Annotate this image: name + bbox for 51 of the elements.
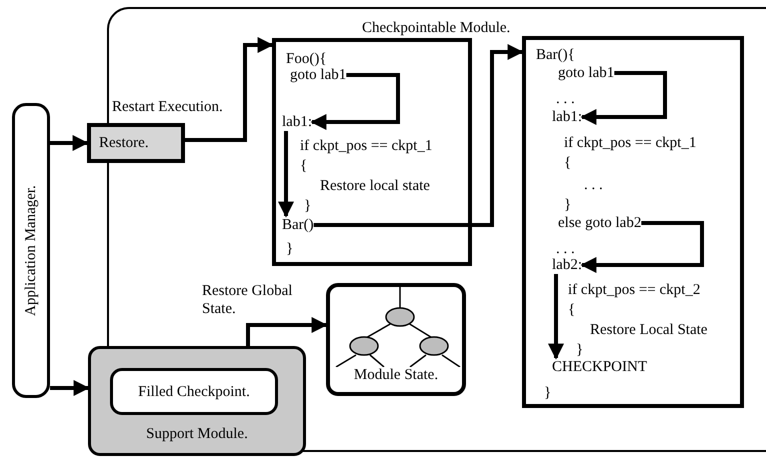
arrow (310, 73, 400, 130)
code-line: if ckpt_pos == ckpt_2 (568, 281, 700, 299)
code-line: if ckpt_pos == ckpt_1 (564, 134, 696, 152)
process-box (87, 123, 185, 163)
code-box (272, 38, 472, 266)
arrow (50, 380, 90, 396)
panel-title: Checkpointable Module. (362, 19, 510, 37)
code-line: Restore Local State (590, 321, 708, 339)
arrow (548, 274, 564, 360)
code-line: } (304, 197, 312, 215)
code-line: if ckpt_pos == ckpt_1 (300, 137, 432, 155)
code-line: . . . (556, 90, 575, 108)
code-line: { (564, 154, 572, 172)
arrow (314, 44, 524, 227)
arrow (278, 131, 294, 218)
code-line: goto lab1 (558, 64, 614, 82)
edge-label: Restart Execution. (112, 98, 224, 116)
arrow (50, 135, 89, 151)
node-label: Filled Checkpoint. (137, 382, 251, 400)
arrow (580, 221, 704, 273)
arrow (246, 317, 328, 346)
code-line: . . . (556, 240, 575, 258)
code-line: { (568, 301, 576, 319)
manager-bar (12, 103, 50, 398)
code-line: } (286, 240, 294, 258)
code-line: Bar() (282, 216, 314, 234)
arrow (185, 37, 274, 142)
state-box (326, 283, 466, 396)
node-label: Support Module. (145, 425, 249, 443)
code-line: lab2: (552, 256, 582, 274)
code-line: lab1: (282, 113, 312, 131)
module-panel (88, 346, 306, 456)
code-box (522, 36, 744, 408)
node-label: Application Manager. (22, 184, 40, 318)
code-line: CHECKPOINT (552, 358, 648, 376)
code-line: } (544, 384, 552, 402)
code-line: Restore local state (320, 177, 430, 195)
code-line: . . . (584, 176, 603, 194)
node-label: Restore. (98, 134, 150, 152)
code-line: Foo(){ (286, 50, 327, 68)
code-line: lab1: (552, 108, 582, 126)
code-line: } (564, 196, 572, 214)
code-line: { (300, 157, 308, 175)
arrow (580, 71, 667, 125)
node-label: Module State. (352, 366, 440, 384)
code-line: } (576, 341, 584, 359)
data-box (110, 368, 278, 415)
code-line: else goto lab2 (558, 214, 642, 232)
edge-label: Restore Global State. (202, 282, 294, 318)
code-line: goto lab1 (290, 66, 346, 84)
code-line: Bar(){ (536, 46, 575, 64)
